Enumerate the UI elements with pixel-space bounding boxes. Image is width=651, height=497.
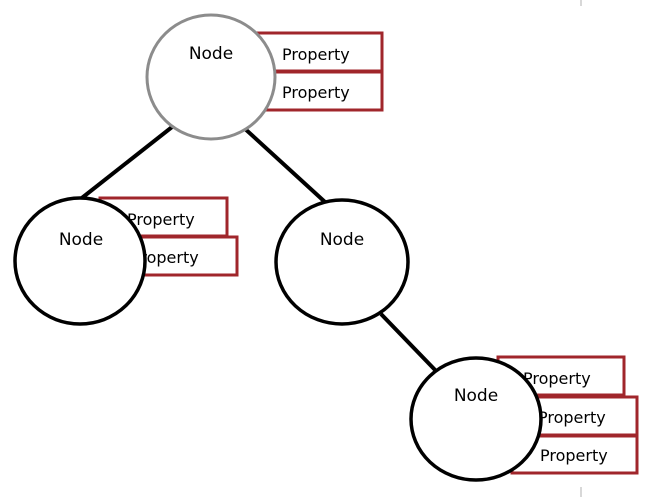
edge-root-left	[76, 125, 174, 203]
root-node-group: Node Property Property	[145, 13, 384, 141]
right-node-group: Node	[274, 198, 410, 326]
edge-root-right	[241, 125, 327, 204]
edges	[76, 125, 440, 375]
right-node-circle	[274, 198, 410, 326]
property-label: Property	[127, 210, 195, 229]
property-label: Property	[282, 83, 350, 102]
left-node-group: Property Property Node	[13, 196, 239, 326]
edge-right-bottom	[379, 312, 440, 375]
node-label: Node	[454, 386, 498, 406]
left-node-circle	[13, 196, 147, 326]
property-label: Property	[282, 45, 350, 64]
property-box	[256, 31, 384, 73]
property-label: Property	[540, 446, 608, 465]
node-label: Node	[320, 230, 364, 250]
property-label: Property	[131, 248, 199, 267]
node-label: Node	[189, 44, 233, 64]
root-node-circle	[145, 13, 277, 141]
bottom-node-circle	[409, 356, 543, 482]
property-label: Property	[538, 408, 606, 427]
property-label: Property	[523, 369, 591, 388]
bottom-node-group: Property Property Property Node	[409, 355, 639, 482]
node-label: Node	[59, 230, 103, 250]
